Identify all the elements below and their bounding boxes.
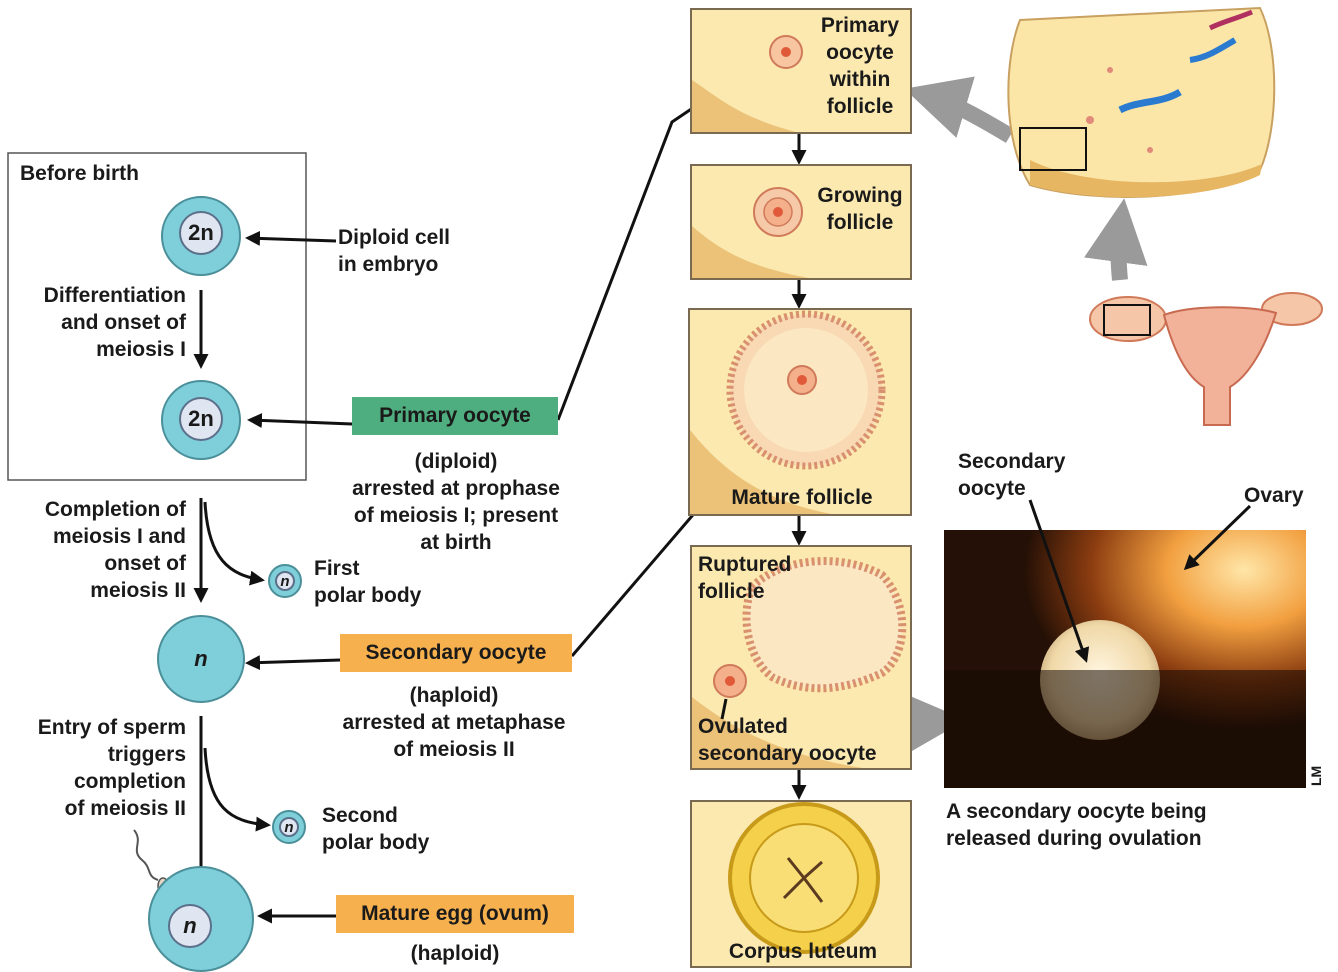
panel5-label: Corpus luteum xyxy=(702,938,904,965)
before-birth-title: Before birth xyxy=(20,160,139,187)
secondary-oocyte-description: (haploid) arrested at metaphase of meios… xyxy=(320,682,588,763)
primary-oocyte-nucleus: 2n xyxy=(179,397,223,441)
first-polar-body-cell: n xyxy=(268,564,302,598)
mature-egg-cell: n xyxy=(148,866,254,972)
micrograph-pointers xyxy=(940,490,1300,690)
first-polar-body-label: First polar body xyxy=(314,555,421,609)
second-polar-body-label: Second polar body xyxy=(322,802,429,856)
micrograph-scale-tag: LM xyxy=(1308,764,1338,786)
step1-text: Differentiation and onset of meiosis I xyxy=(14,282,186,363)
second-polar-body-nucleus: n xyxy=(279,817,299,837)
diploid-embryo-nucleus: 2n xyxy=(179,211,223,255)
primary-oocyte-cell: 2n xyxy=(161,380,241,460)
step3-text: Entry of sperm triggers completion of me… xyxy=(10,714,186,822)
panel-corpus-luteum: Corpus luteum xyxy=(690,800,912,968)
uterus-illustration xyxy=(1080,275,1330,435)
ovary-illustration xyxy=(990,0,1280,210)
second-polar-body-cell: n xyxy=(272,810,306,844)
mature-egg-description: (haploid) xyxy=(380,940,530,967)
primary-oocyte-description: (diploid) arrested at prophase of meiosi… xyxy=(328,448,584,556)
micrograph-caption: A secondary oocyte being released during… xyxy=(946,798,1207,852)
mature-egg-nucleus: n xyxy=(168,904,212,948)
mature-egg-tag: Mature egg (ovum) xyxy=(336,895,574,933)
diploid-embryo-cell: 2n xyxy=(161,196,241,276)
panel3-label: Mature follicle xyxy=(710,484,894,511)
secondary-oocyte-cell: n xyxy=(157,615,245,703)
diploid-cell-label: Diploid cell in embryo xyxy=(338,224,450,278)
panel-mature-follicle: Mature follicle xyxy=(688,308,912,516)
step2-text: Completion of meiosis I and onset of mei… xyxy=(14,496,186,604)
secondary-oocyte-tag: Secondary oocyte xyxy=(340,634,572,672)
primary-oocyte-tag: Primary oocyte xyxy=(352,397,558,435)
first-polar-body-nucleus: n xyxy=(275,571,295,591)
